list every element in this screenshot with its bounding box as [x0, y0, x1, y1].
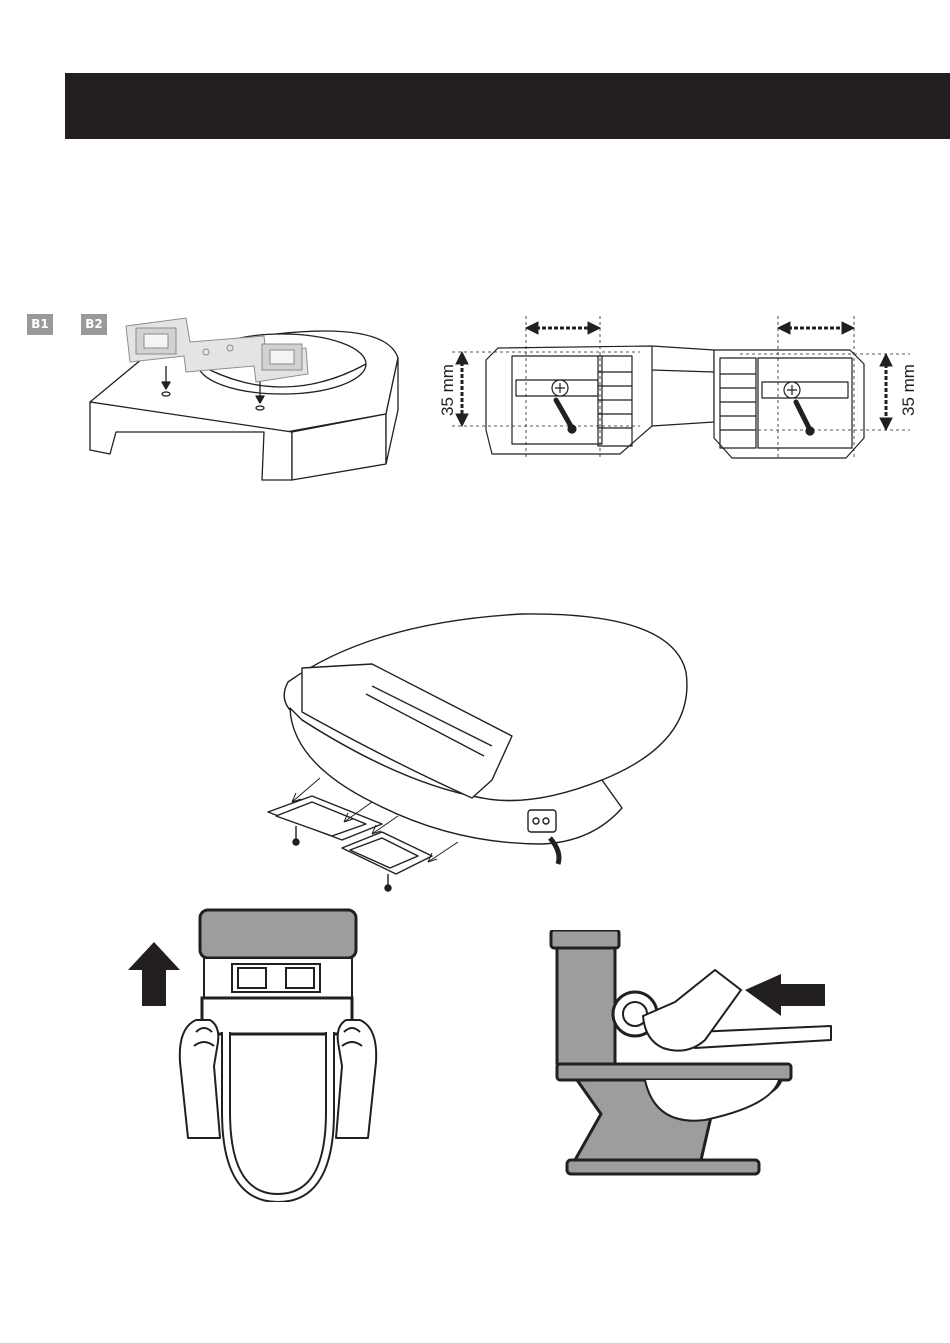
adjustment-slider-icon — [440, 310, 920, 470]
push-seat-toilet-icon — [545, 930, 835, 1176]
mounting-plate-on-base-icon — [86, 314, 406, 484]
seat-slide-on-icon — [262, 612, 702, 894]
dimension-label-right: 35 mm — [899, 364, 919, 416]
step-badge-b1: B1 — [27, 314, 53, 335]
lift-seat-hands-icon — [120, 902, 380, 1202]
dimension-label-left: 35 mm — [438, 364, 458, 416]
section-header-bar — [65, 73, 950, 139]
